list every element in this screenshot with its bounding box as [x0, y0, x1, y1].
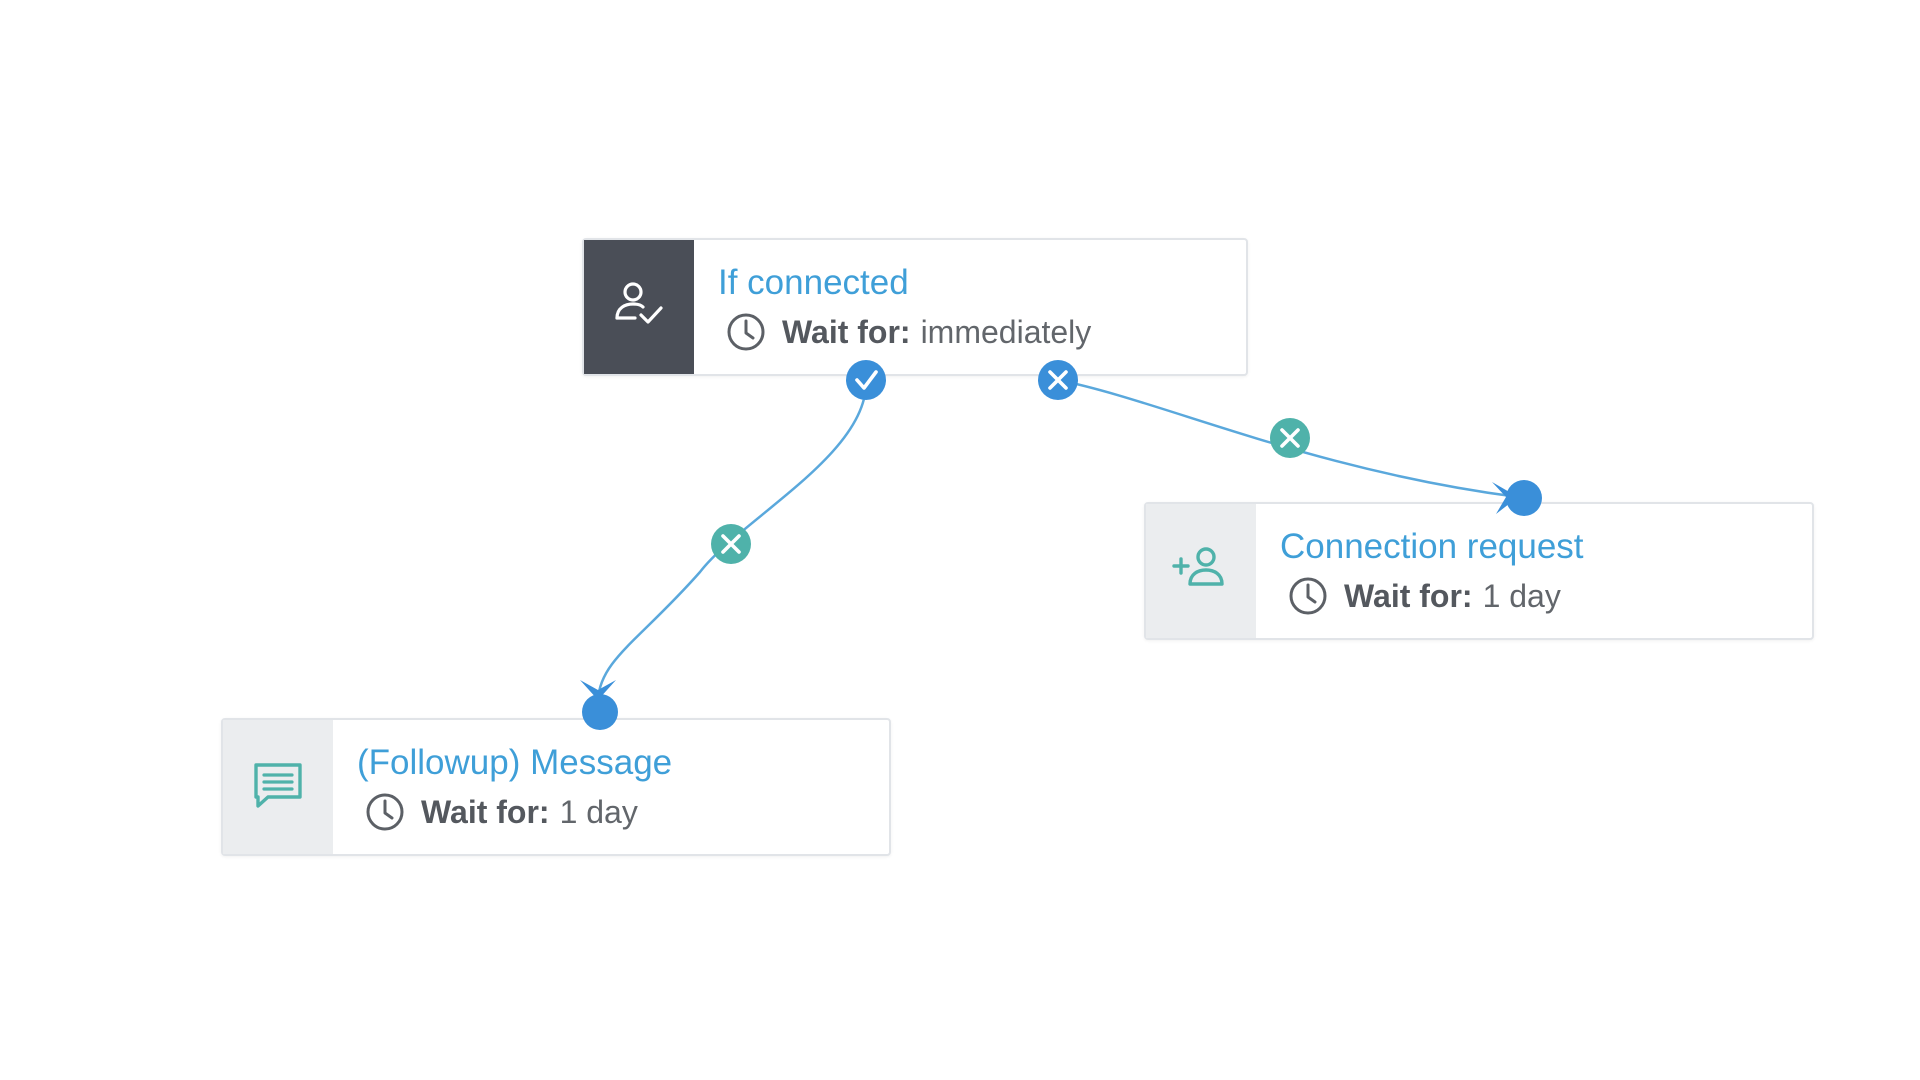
node-title[interactable]: If connected [718, 263, 909, 302]
message-icon [250, 759, 306, 816]
node-wait: Wait for: 1 day [1280, 575, 1584, 617]
node-if-connected[interactable]: If connected Wait for: immediately [582, 238, 1248, 376]
user-check-icon [611, 280, 667, 335]
node-followup-message[interactable]: (Followup) Message Wait for: 1 day [221, 718, 891, 856]
wait-value: 1 day [559, 794, 638, 830]
user-plus-icon [1170, 544, 1232, 599]
node-icon-box [1146, 504, 1256, 638]
wait-label: Wait for: [782, 314, 911, 350]
close-icon [1280, 428, 1300, 448]
edge-endpoint[interactable] [1492, 480, 1542, 516]
node-body: If connected Wait for: immediately [694, 240, 1091, 374]
node-body: Connection request Wait for: 1 day [1256, 504, 1584, 638]
node-connection-request[interactable]: Connection request Wait for: 1 day [1144, 502, 1814, 640]
edge-endpoint[interactable] [580, 680, 618, 730]
wait-label: Wait for: [1344, 578, 1473, 614]
no-branch-handle[interactable] [1038, 360, 1078, 400]
close-icon [1048, 370, 1068, 390]
wait-value: 1 day [1482, 578, 1561, 614]
arrowhead-icon [580, 680, 616, 700]
yes-branch-handle[interactable] [846, 360, 886, 400]
wait-value: immediately [920, 314, 1092, 350]
node-icon-box [584, 240, 694, 374]
delete-edge-button[interactable] [1270, 418, 1310, 458]
node-body: (Followup) Message Wait for: 1 day [333, 720, 672, 854]
node-icon-box [223, 720, 333, 854]
clock-icon [726, 312, 766, 352]
check-icon [855, 370, 878, 390]
node-title[interactable]: Connection request [1280, 527, 1584, 566]
close-icon [721, 534, 741, 554]
clock-icon [365, 792, 405, 832]
delete-edge-button[interactable] [711, 524, 751, 564]
node-title[interactable]: (Followup) Message [357, 743, 673, 782]
node-wait: Wait for: 1 day [357, 791, 672, 833]
wait-label: Wait for: [421, 794, 550, 830]
node-wait: Wait for: immediately [718, 311, 1091, 353]
clock-icon [1288, 576, 1328, 616]
